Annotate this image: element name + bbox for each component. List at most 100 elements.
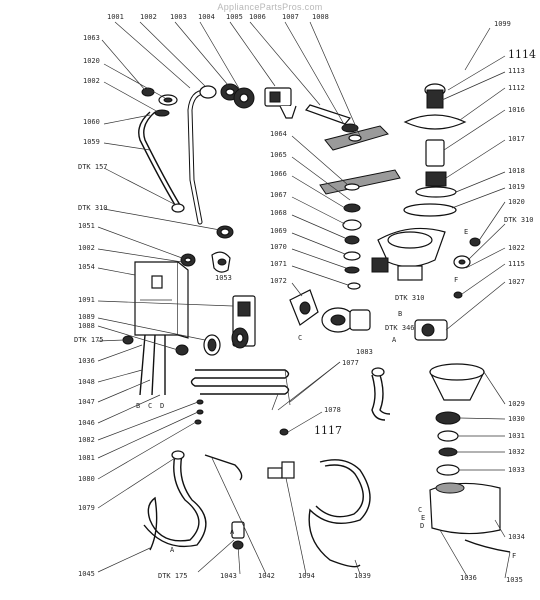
- tee-connector: [267, 461, 295, 479]
- label-1094: 1094: [298, 572, 315, 580]
- label-1002: 1002: [140, 13, 157, 21]
- label-1002: 1002: [78, 244, 95, 252]
- part-labels: 1001 1002 1003 1004 1005 1006 1007 1008 …: [74, 13, 536, 584]
- label-1078: 1078: [324, 406, 341, 414]
- dispenser-cup-part: [211, 251, 231, 273]
- label-1054: 1054: [78, 263, 95, 271]
- label-1077: 1077: [342, 359, 359, 367]
- label-1070: 1070: [270, 243, 287, 251]
- salt-container: [429, 482, 511, 553]
- label-1035: 1035: [506, 576, 523, 584]
- label-1032: 1032: [508, 448, 525, 456]
- label-letter-b: B: [136, 402, 140, 410]
- fitting-parts-left: [138, 87, 185, 213]
- label-letter-e: E: [464, 228, 468, 236]
- label-1020: 1020: [508, 198, 525, 206]
- label-1036: 1036: [460, 574, 477, 582]
- label-1020: 1020: [83, 57, 100, 65]
- label-1114: 1114: [508, 48, 536, 61]
- label-1005: 1005: [226, 13, 243, 21]
- label-letter-e: E: [421, 514, 425, 522]
- label-1072: 1072: [270, 277, 287, 285]
- label-1089: 1089: [78, 313, 95, 321]
- inlet-hose-bottom-left: [143, 450, 207, 551]
- label-1112: 1112: [508, 84, 525, 92]
- label-letter-c: C: [298, 334, 302, 342]
- label-1027: 1027: [508, 278, 525, 286]
- label-1031: 1031: [508, 432, 525, 440]
- label-1117: 1117: [314, 424, 342, 437]
- lower-spray-arm: [319, 169, 401, 195]
- label-1068: 1068: [270, 209, 287, 217]
- label-1059: 1059: [83, 138, 100, 146]
- label-1063: 1063: [83, 34, 100, 42]
- small-seal-parts: [180, 253, 196, 267]
- valve-parts-right: [453, 237, 481, 299]
- heater-control-block: [231, 295, 256, 349]
- label-1046: 1046: [78, 419, 95, 427]
- label-1036: 1036: [78, 357, 95, 365]
- label-1067: 1067: [270, 191, 287, 199]
- manifold-part: [264, 87, 297, 119]
- pump-cover-part: [289, 289, 319, 326]
- softener-caps: [435, 411, 461, 476]
- label-1006: 1006: [249, 13, 266, 21]
- circulation-motor: [321, 307, 371, 333]
- water-softener-tank: [134, 261, 189, 396]
- label-1034: 1034: [508, 533, 525, 541]
- wire-harness-part: [204, 454, 243, 481]
- label-dtk-157: DTK 157: [78, 163, 108, 171]
- label-1065: 1065: [270, 151, 287, 159]
- label-dtk-346: DTK 346: [385, 324, 415, 332]
- watermark: AppliancePartsPros.com: [217, 2, 323, 12]
- label-1060: 1060: [83, 118, 100, 126]
- misc-fittings: [122, 335, 289, 436]
- label-letter-f: F: [512, 552, 516, 560]
- salt-funnel: [429, 363, 485, 401]
- label-1042: 1042: [258, 572, 275, 580]
- filter-column: [403, 83, 467, 217]
- label-1082: 1082: [78, 436, 95, 444]
- label-1029: 1029: [508, 400, 525, 408]
- label-letter-d: D: [420, 522, 424, 530]
- label-1080: 1080: [78, 475, 95, 483]
- label-1069: 1069: [270, 227, 287, 235]
- sump-basin: [371, 227, 446, 281]
- label-1071: 1071: [270, 260, 287, 268]
- label-1033: 1033: [508, 466, 525, 474]
- leader-lines: [97, 21, 511, 579]
- label-dtk-310: DTK 310: [78, 204, 108, 212]
- corrugated-drain-hose: [308, 459, 371, 568]
- label-1008: 1008: [312, 13, 329, 21]
- label-1039: 1039: [354, 572, 371, 580]
- label-letter-b: B: [398, 310, 402, 318]
- label-1019: 1019: [508, 183, 525, 191]
- label-1022: 1022: [508, 244, 525, 252]
- label-letter-a: A: [392, 336, 397, 344]
- label-1113: 1113: [508, 67, 525, 75]
- label-1081: 1081: [78, 454, 95, 462]
- label-letter-c: C: [418, 506, 422, 514]
- drain-hose-short: [371, 367, 391, 421]
- label-1083: 1083: [356, 348, 373, 356]
- label-1091: 1091: [78, 296, 95, 304]
- filter-stack-parts: [342, 203, 362, 290]
- label-1001: 1001: [107, 13, 124, 21]
- label-letter-d: D: [160, 402, 164, 410]
- label-1115: 1115: [508, 260, 525, 268]
- label-letter-a: A: [230, 528, 235, 536]
- label-1002: 1002: [83, 77, 100, 85]
- label-1099: 1099: [494, 20, 511, 28]
- elbow-pipe-part: [187, 83, 255, 225]
- label-1018: 1018: [508, 167, 525, 175]
- label-dtk-310: DTK 310: [504, 216, 534, 224]
- gasket-rings: [175, 334, 221, 356]
- label-1051: 1051: [78, 222, 95, 230]
- label-1053: 1053: [215, 274, 232, 282]
- label-1079: 1079: [78, 504, 95, 512]
- label-1047: 1047: [78, 398, 95, 406]
- label-dtk-310: DTK 310: [395, 294, 425, 302]
- label-1017: 1017: [508, 135, 525, 143]
- label-1064: 1064: [270, 130, 287, 138]
